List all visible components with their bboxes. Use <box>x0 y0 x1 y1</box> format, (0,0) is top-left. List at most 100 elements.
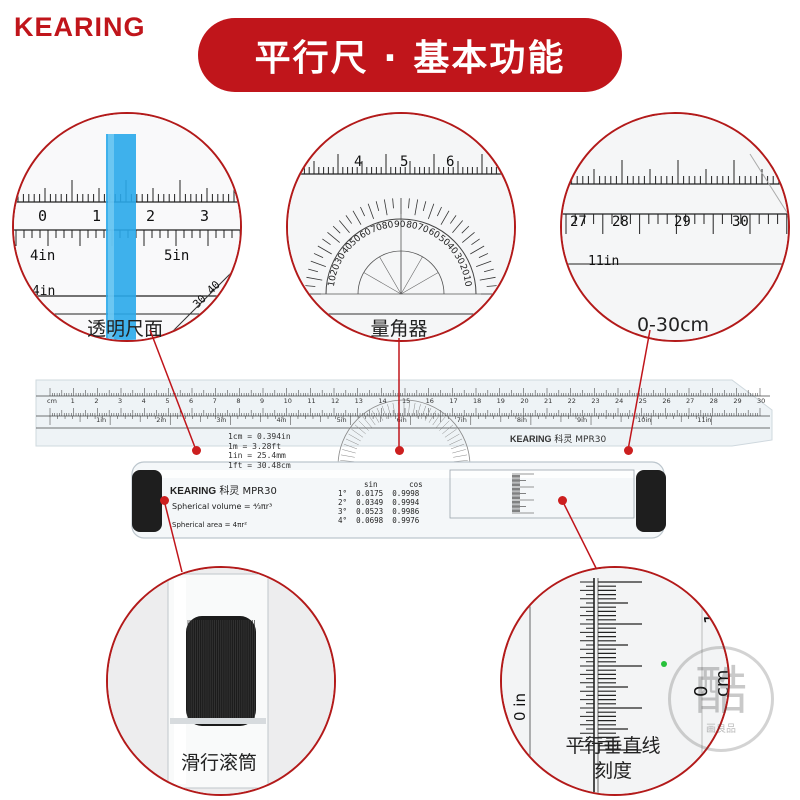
ruler-cm-label: 13 <box>354 397 363 405</box>
protractor-angle-label: 10 <box>460 274 473 288</box>
ruler-in-label: 10in <box>637 416 652 424</box>
ruler-in-label: 1in <box>96 416 107 424</box>
ruler-cm-label: 10 <box>283 397 292 405</box>
zoom-circle-parallel: 0 in 0 cm 1 <box>500 566 730 796</box>
ruler-cm-label: 15 <box>402 397 411 405</box>
conversion-row: 1m = 3.28ft <box>228 441 282 451</box>
page-title-text: 平行尺 · 基本功能 <box>254 38 566 79</box>
c1-top-label-3: 3 <box>200 207 210 225</box>
c5-in-label: 0 in <box>511 693 529 721</box>
roller-detail <box>108 568 334 794</box>
protractor-angle-label: 90 <box>394 220 406 230</box>
ruler-in-label: 8in <box>516 416 527 424</box>
ruler-cm-label: 26 <box>662 397 671 405</box>
trig-header: sin cos <box>364 480 423 489</box>
ruler-cm-label: cm <box>47 397 57 405</box>
callout-dot-parallel <box>558 496 567 505</box>
watermark-seal: 酷 画良品 <box>668 646 774 752</box>
c2-top-label-6: 6 <box>446 154 455 170</box>
ruler-in-label: 7in <box>456 416 467 424</box>
page-title: 平行尺 · 基本功能 <box>198 18 622 92</box>
label-range: 0-30cm <box>636 314 710 336</box>
ruler-cm-label: 1 <box>70 397 75 405</box>
transparent-ruler-detail <box>14 114 240 340</box>
ruler-cm-label: 18 <box>473 397 482 405</box>
c1-side-label: 94in <box>24 284 56 299</box>
ruler-cm-label: 25 <box>638 397 647 405</box>
spherical-area: Spherical area = 4πr² <box>172 521 248 529</box>
ruler-cm-label: 9 <box>260 397 265 405</box>
ruler-in-label: 2in <box>156 416 167 424</box>
roller-brand: KEARING 科灵 MPR30 <box>170 486 277 497</box>
ruler-cm-label: 20 <box>520 397 529 405</box>
ruler-in-label: 3in <box>216 416 227 424</box>
label-protractor: 量角器 <box>370 318 428 340</box>
seal-char: 酷 <box>694 661 747 722</box>
spherical-volume: Spherical volume = ⁴⁄₃πr³ <box>172 502 273 511</box>
zoom-circle-transparent: 0 1 2 3 4in 5in 94in 30 40 <box>12 112 242 342</box>
ruler-in-label: 9in <box>577 416 588 424</box>
ruler-in-label: 11in <box>697 416 712 424</box>
c3-in-label: 11in <box>588 254 620 269</box>
ruler-cm-label: 19 <box>496 397 505 405</box>
c2-top-label-4: 4 <box>354 154 363 170</box>
callout-dot-transparent <box>192 446 201 455</box>
c1-top-label-0: 0 <box>38 207 48 225</box>
ruler-cm-label: 5 <box>165 397 170 405</box>
ruler-cm-label: 30 <box>757 397 766 405</box>
ruler-cm-label: 17 <box>449 397 458 405</box>
callout-dot-roller <box>160 496 169 505</box>
ruler-cm-label: 16 <box>425 397 434 405</box>
ruler-cm-label: 3 <box>118 397 123 405</box>
c2-top-label-5: 5 <box>400 154 409 170</box>
protractor-angle-label: 80 <box>381 220 395 232</box>
callout-dot-range <box>624 446 633 455</box>
label-parallel-line1: 平行垂直线 <box>565 735 661 757</box>
ruler-cm-label: 29 <box>733 397 742 405</box>
ruler-cm-label: 4 <box>141 397 146 405</box>
c1-in-label-5: 5in <box>164 248 190 264</box>
range-detail <box>562 114 788 340</box>
trig-row: 2° 0.0349 0.9994 <box>338 498 420 507</box>
c5-one-label: 1 <box>701 612 723 625</box>
ruler-brand: KEARING 科灵 MPR30 <box>510 434 607 445</box>
ruler-cm-label: 22 <box>567 397 576 405</box>
brand-logo: KEARING <box>14 12 146 42</box>
ruler-cm-label: 8 <box>236 397 241 405</box>
trig-table: sin cos 1° 0.0175 0.9998 2° 0.0349 0.999… <box>338 480 423 525</box>
c3-label-29: 29 <box>674 214 691 230</box>
c1-top-label-1: 1 <box>92 207 102 225</box>
ruler-in-label: 4in <box>276 416 287 424</box>
ruler-cm-label: 24 <box>615 397 624 405</box>
ruler-cm-label: 2 <box>94 397 99 405</box>
ruler-cm-label: 11 <box>307 397 316 405</box>
ruler-cm-label: 21 <box>544 397 553 405</box>
trig-row: 3° 0.0523 0.9986 <box>338 507 420 516</box>
label-transparent: 透明尺面 <box>86 318 163 340</box>
label-parallel-line2: 刻度 <box>593 760 632 782</box>
ruler-cm-label: 28 <box>709 397 718 405</box>
conversion-table: 1cm = 0.394in 1m = 3.28ft 1in = 25.4mm 1… <box>228 432 291 470</box>
c1-top-label-2: 2 <box>146 207 156 225</box>
conversion-row: 1in = 25.4mm <box>228 451 286 460</box>
c3-label-28: 28 <box>612 214 629 230</box>
label-parallel: 平行垂直线 刻度 <box>538 734 688 784</box>
ruler-in-label: 6in <box>396 416 407 424</box>
ruler-cm-label: 12 <box>331 397 340 405</box>
c3-label-27: 27 <box>570 214 587 230</box>
conversion-row: 1cm = 0.394in <box>228 432 291 441</box>
ruler-cm-label: 6 <box>189 397 194 405</box>
trig-row: 1° 0.0175 0.9998 <box>338 489 420 498</box>
label-roller: 滑行滚筒 <box>180 752 257 774</box>
c3-label-30: 30 <box>732 214 749 230</box>
callout-dot-protractor <box>395 446 404 455</box>
trig-row: 4° 0.0698 0.9976 <box>338 516 420 525</box>
ruler-cm-label: 27 <box>686 397 695 405</box>
zoom-circle-roller <box>106 566 336 796</box>
ruler-cm-label: 23 <box>591 397 600 405</box>
ruler-cm-label: 14 <box>378 397 387 405</box>
ruler-in-label: 5in <box>336 416 347 424</box>
conversion-row: 1ft = 30.48cm <box>228 460 291 470</box>
